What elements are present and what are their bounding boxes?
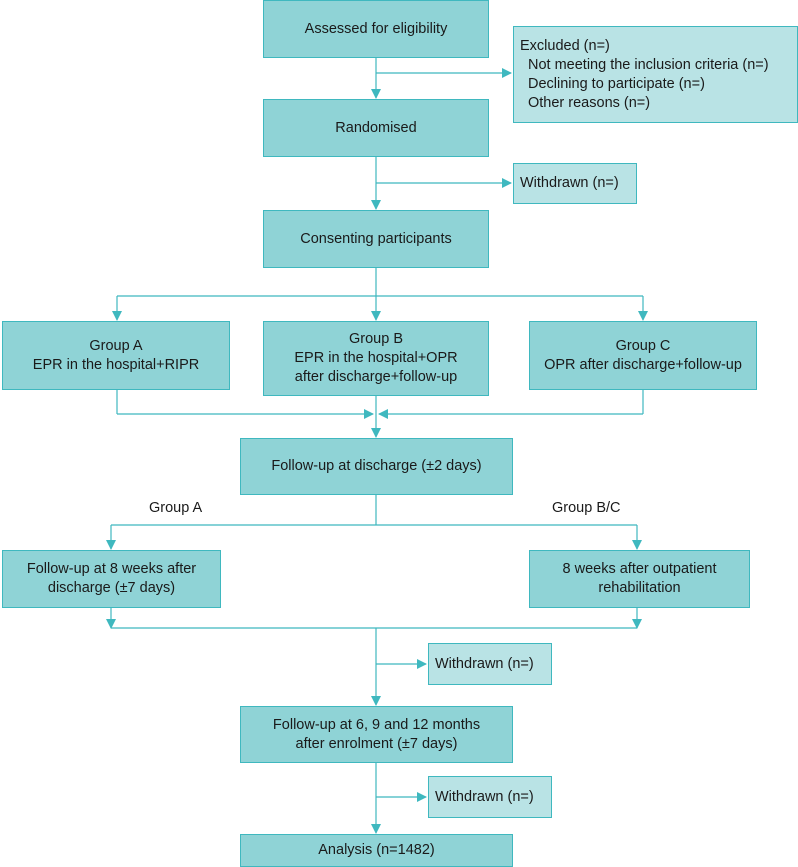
followup-months-line2: after enrolment (±7 days) — [295, 735, 458, 752]
branch-label-group-a: Group A — [149, 500, 203, 516]
withdrawn-box-2: Withdrawn (n=) — [428, 643, 552, 685]
excluded-reason-declining: Declining to participate (n=) — [528, 75, 705, 92]
followup-8wk-a-line1: Follow-up at 8 weeks after — [26, 561, 197, 577]
analysis-box: Analysis (n=1482) — [240, 834, 513, 867]
withdrawn-label-1: Withdrawn (n=) — [520, 175, 619, 191]
withdrawn-box-3: Withdrawn (n=) — [428, 776, 552, 818]
followup-discharge-label: Follow-up at discharge (±2 days) — [271, 458, 482, 474]
consenting-box: Consenting participants — [263, 210, 489, 268]
followup-months-box: Follow-up at 6, 9 and 12 months after en… — [240, 706, 513, 763]
randomised-box: Randomised — [263, 99, 489, 157]
group-b-name: Group B — [349, 331, 403, 347]
followup-8wk-a-line2: discharge (±7 days) — [47, 580, 176, 596]
withdrawn-label-3: Withdrawn (n=) — [435, 788, 534, 805]
eligibility-box: Assessed for eligibility — [263, 0, 489, 58]
followup-8wk-bc-line1: 8 weeks after outpatient — [562, 561, 717, 577]
branch-label-group-bc: Group B/C — [552, 500, 621, 516]
group-a-box: Group A EPR in the hospital+RIPR — [2, 321, 230, 390]
excluded-box: Excluded (n=) Not meeting the inclusion … — [513, 26, 798, 123]
analysis-label: Analysis (n=1482) — [318, 842, 435, 858]
eligibility-label: Assessed for eligibility — [304, 20, 448, 37]
followup-discharge-box: Follow-up at discharge (±2 days) — [240, 438, 513, 495]
group-c-box: Group C OPR after discharge+follow-up — [529, 321, 757, 390]
followup-8wk-a-box: Follow-up at 8 weeks after discharge (±7… — [2, 550, 221, 608]
group-a-name: Group A — [89, 337, 143, 354]
followup-months-line1: Follow-up at 6, 9 and 12 months — [272, 716, 481, 733]
followup-8wk-bc-box: 8 weeks after outpatient rehabilitation — [529, 550, 750, 608]
randomised-label: Randomised — [335, 119, 417, 136]
consenting-label: Consenting participants — [300, 230, 452, 247]
excluded-reason-criteria: Not meeting the inclusion criteria (n=) — [528, 56, 769, 73]
group-c-name: Group C — [615, 337, 671, 354]
group-a-desc: EPR in the hospital+RIPR — [32, 356, 200, 373]
withdrawn-label-2: Withdrawn (n=) — [435, 655, 534, 672]
group-b-desc-1: EPR in the hospital+OPR — [294, 350, 458, 366]
group-b-desc-2: after discharge+follow-up — [294, 369, 458, 385]
group-c-desc: OPR after discharge+follow-up — [544, 356, 742, 373]
withdrawn-box-1: Withdrawn (n=) — [513, 163, 637, 204]
group-b-box: Group B EPR in the hospital+OPR after di… — [263, 321, 489, 396]
followup-8wk-bc-line2: rehabilitation — [598, 580, 681, 596]
excluded-title: Excluded (n=) — [520, 37, 610, 54]
excluded-reason-other: Other reasons (n=) — [528, 94, 651, 111]
